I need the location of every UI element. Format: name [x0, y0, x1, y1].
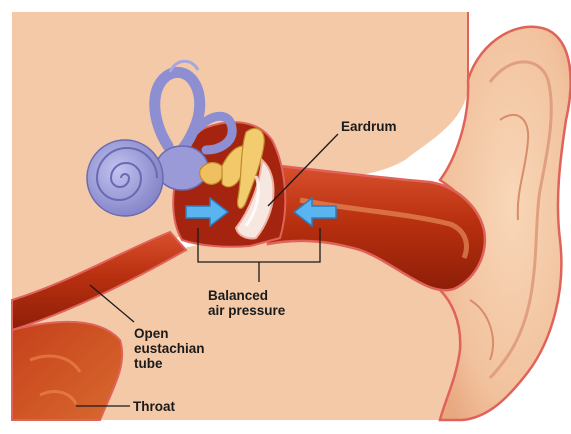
- tube-label-line-2: eustachian: [134, 341, 205, 356]
- open-eustachian-tube-label: Open eustachian tube: [134, 326, 205, 371]
- tube-label-line-1: Open: [134, 326, 205, 341]
- throat: [12, 322, 122, 420]
- tube-label-line-3: tube: [134, 356, 205, 371]
- vestibule: [156, 146, 208, 190]
- cochlea: [87, 140, 163, 216]
- eardrum-label: Eardrum: [341, 119, 397, 134]
- throat-label: Throat: [133, 399, 175, 414]
- balanced-air-pressure-label: Balanced air pressure: [208, 288, 285, 318]
- balanced-air-pressure-line-2: air pressure: [208, 303, 285, 318]
- stapes: [200, 163, 224, 185]
- balanced-air-pressure-line-1: Balanced: [208, 288, 285, 303]
